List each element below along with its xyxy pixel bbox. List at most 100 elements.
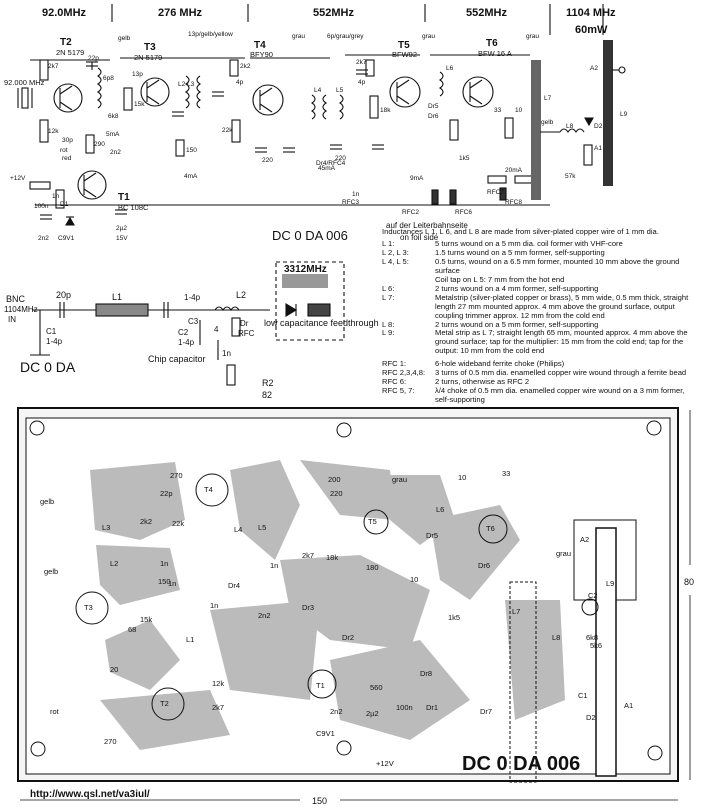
mult-part: 82 — [262, 390, 272, 400]
pcb-part: L7 — [512, 607, 520, 616]
t2-label: T2 — [60, 37, 72, 48]
pcb-part: L8 — [552, 633, 560, 642]
part-value: 220 — [335, 155, 346, 162]
frequency-labels: 92.0MHz 276 MHz 552MHz 552MHz 1104 MHz 6… — [42, 7, 616, 36]
part-value: 30p — [62, 137, 73, 144]
source-url[interactable]: http://www.qsl.net/va3iul/ — [30, 789, 150, 800]
rfc-text: 6-hole wideband ferrite choke (Philips) — [435, 359, 565, 369]
part-value: 4mA — [184, 173, 198, 180]
part-value: 100n — [34, 203, 49, 210]
pcb-part: C2 — [588, 591, 598, 600]
part-value: 2k7 — [356, 59, 367, 66]
part-value: L6 — [446, 65, 454, 72]
winding-notes: Inductances L 1, L 6, and L 8 are made f… — [382, 227, 700, 405]
part-value: 4p — [236, 79, 244, 86]
rfc-key: RFC 5, 7: — [382, 386, 415, 396]
part-value: 15k — [134, 101, 145, 108]
pcb-part: A2 — [580, 535, 589, 544]
t5-type: BFW92 — [392, 50, 417, 59]
pcb-title: DC 0 DA 006 — [462, 753, 580, 775]
pcb-part: 180 — [366, 563, 379, 572]
pcb-part: 560 — [370, 683, 383, 692]
wire-label-yellow: 13p/gelb/yellow — [188, 31, 233, 38]
pcb-part: 33 — [502, 469, 510, 478]
part-value: 1n — [52, 193, 60, 200]
part-value: 220 — [262, 157, 273, 164]
note-row: L 8:2 turns wound on a 5 mm former, self… — [382, 319, 700, 330]
part-value: 2µ2 — [116, 225, 127, 232]
part-value: 150 — [186, 147, 197, 154]
wire-label-grau-2: grau — [422, 33, 435, 40]
part-value: +12V — [10, 175, 26, 182]
mult-part: RFC — [238, 329, 255, 338]
note-row: L 1:5 turns wound on a 5 mm dia. coil fo… — [382, 239, 700, 249]
part-value: Dr4/RFC4 — [316, 160, 346, 167]
t4-label: T4 — [254, 40, 266, 51]
t6-label: T6 — [486, 38, 498, 49]
pcb-part: 150 — [158, 577, 171, 586]
part-value: L4 — [314, 87, 322, 94]
wire-label-grey: 6p/grau/grey — [327, 33, 364, 40]
part-value: 2k7 — [48, 63, 59, 70]
mult-part: 1n — [222, 349, 231, 358]
pcb-part: Dr2 — [342, 633, 354, 642]
rfc-text: 3 turns of 0.5 mm dia. enamelled copper … — [435, 368, 687, 378]
note-row: Coil tap on L 5: 7 mm from the hot end — [382, 274, 700, 285]
mult-part: C2 — [178, 328, 189, 337]
l7-strip — [531, 60, 541, 200]
l9-strip — [603, 40, 613, 186]
pcb-part: 220 — [330, 489, 343, 498]
t1-label: T1 — [118, 192, 130, 203]
oscillator-schematic — [17, 4, 604, 226]
pcb-part: Dr8 — [420, 669, 432, 678]
part-value: 33 — [494, 107, 502, 114]
pcb-part: 100n — [396, 703, 413, 712]
footnote-en: on foil side — [400, 233, 439, 242]
wire-label-gelb-2: gelb — [541, 119, 554, 126]
part-value: 5mA — [106, 131, 120, 138]
wire-label-grau-3: grau — [526, 33, 539, 40]
cavity-block — [282, 274, 328, 288]
mult-part: Dr — [240, 319, 249, 328]
part-value: 290 — [94, 141, 105, 148]
part-value: 18k — [380, 107, 391, 114]
pcb-part: 200 — [328, 475, 341, 484]
rfc-text: λ/4 choke of 0.5 mm dia. enamelled coppe… — [435, 386, 685, 405]
rfc-text: 2 turns, otherwise as RFC 2 — [435, 377, 530, 387]
t5-label: T5 — [398, 40, 410, 51]
pcb-part: T5 — [368, 517, 377, 526]
pcb-part: 2k7 — [302, 551, 314, 560]
mult-part: L1 — [112, 292, 122, 302]
note-text: 2 turns wound on a 5 mm former, self-sup… — [435, 319, 599, 329]
pcb-part: Dr7 — [480, 707, 492, 716]
pcb-part: L3 — [102, 523, 110, 532]
part-value: D1 — [60, 201, 69, 208]
part-value: Dr5 — [428, 103, 439, 110]
pcb-part: L4 — [234, 525, 242, 534]
note-text: Metalstrip (silver-plated copper or bras… — [435, 292, 689, 320]
part-value: RFC2 — [402, 209, 419, 216]
part-value: L5 — [336, 87, 344, 94]
pcb-part: 2µ2 — [366, 709, 379, 718]
note-key: L 2, L 3: — [382, 247, 409, 257]
note-key: L 4, L 5: — [382, 256, 409, 266]
schematic-footnote: auf der Leiterbahnseite on foil side DC … — [272, 221, 468, 243]
pcb-layout — [17, 407, 679, 783]
mult-part: C1 — [46, 327, 57, 336]
pcb-part: 270 — [170, 471, 183, 480]
t1-type: BC 108C — [118, 203, 149, 212]
pcb-part: 20 — [110, 665, 118, 674]
note-text: Coil tap on L 5: 7 mm from the hot end — [435, 274, 565, 284]
pcb-part: Dr3 — [302, 603, 314, 612]
freq-label-1: 92.0MHz — [42, 7, 87, 19]
feedthrough-label: low capacitance feedthrough — [264, 318, 379, 328]
pcb-part: C1 — [578, 691, 588, 700]
note-row: L 6:2 turns wound on a 4 mm former, self… — [382, 284, 700, 294]
pcb-part: Dr4 — [228, 581, 240, 590]
multiplier-schematic — [30, 261, 345, 386]
footnote-de: auf der Leiterbahnseite — [386, 221, 468, 230]
multiplier-title: DC 0 DA — [20, 359, 76, 375]
rfc-key: RFC 1: — [382, 359, 407, 369]
pcb-part: 2n2 — [330, 707, 343, 716]
